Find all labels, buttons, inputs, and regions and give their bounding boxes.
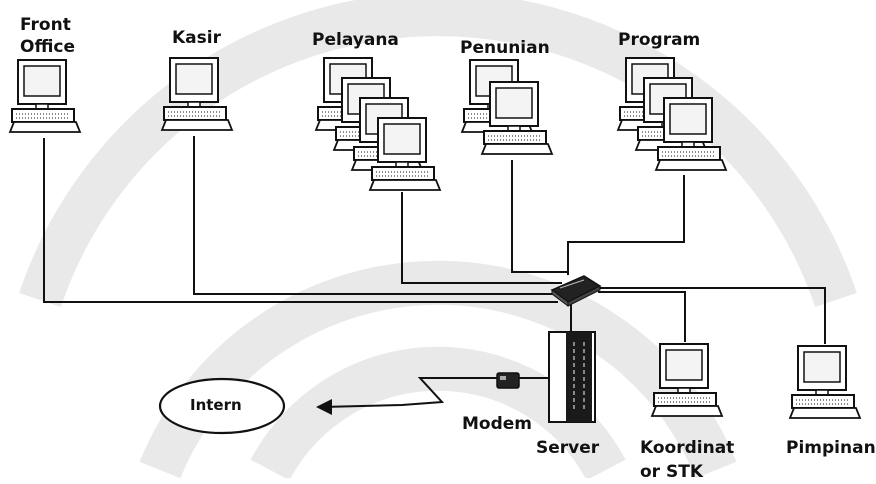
pc-pelayanan-4-icon bbox=[370, 118, 440, 190]
label-front-office: Front Office bbox=[20, 14, 88, 58]
pc-penunjang-2-icon bbox=[482, 82, 552, 154]
label-modem: Modem bbox=[462, 416, 532, 433]
label-internet: Intern bbox=[190, 398, 242, 413]
label-penunjang: Penunian bbox=[460, 40, 550, 57]
label-pelayanan: Pelayana bbox=[312, 32, 399, 49]
label-pimpinan: Pimpinan bbox=[786, 440, 876, 457]
label-program: Program bbox=[618, 32, 700, 49]
label-kasir: Kasir bbox=[172, 30, 221, 47]
label-server: Server bbox=[536, 440, 599, 457]
server-icon bbox=[549, 332, 595, 422]
pc-front-office-icon bbox=[10, 60, 80, 132]
label-koordinator: Koordinat or STK bbox=[640, 436, 736, 484]
modem-icon bbox=[497, 373, 519, 388]
pc-pimpinan-icon bbox=[790, 346, 860, 418]
pc-koordinator-icon bbox=[652, 344, 722, 416]
